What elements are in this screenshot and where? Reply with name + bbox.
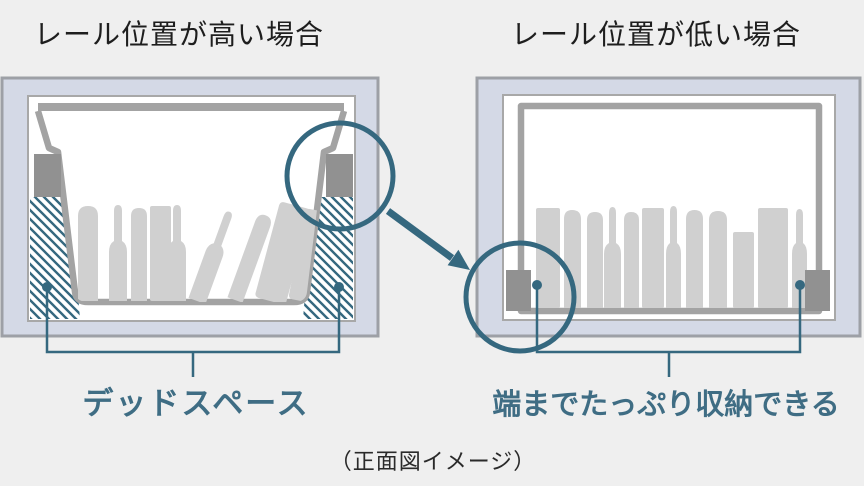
storage-item xyxy=(666,206,681,308)
callout-line xyxy=(535,285,802,377)
storage-item xyxy=(642,208,664,308)
callout-dot xyxy=(795,280,805,290)
storage-item xyxy=(686,210,703,308)
full-storage-label: 端までたっぷり収納できる xyxy=(492,389,840,421)
rail-block-left xyxy=(506,270,531,311)
right-panel-title: レール位置が低い場合 xyxy=(511,19,802,50)
callout-line xyxy=(45,287,341,377)
callout-dot xyxy=(334,282,344,292)
storage-item xyxy=(150,206,171,301)
storage-item xyxy=(587,212,603,308)
magnifier-circle-icon xyxy=(463,240,577,354)
magnifier-circle-icon xyxy=(284,120,396,232)
storage-items xyxy=(536,206,807,308)
storage-item xyxy=(604,207,621,308)
callout-dot xyxy=(42,282,52,292)
storage-item-tilted xyxy=(255,202,311,302)
rail-block-left xyxy=(34,154,61,197)
storage-item xyxy=(733,232,754,308)
right-cabinet xyxy=(475,76,862,377)
zoom-arrow-icon xyxy=(385,208,470,270)
rail-block-right xyxy=(326,154,353,197)
storage-item-tilted xyxy=(188,211,232,302)
storage-item xyxy=(109,205,127,301)
storage-item xyxy=(758,208,788,308)
left-panel-title: レール位置が高い場合 xyxy=(34,19,325,50)
storage-item xyxy=(131,208,147,301)
storage-item xyxy=(78,206,98,301)
storage-item xyxy=(709,211,727,308)
diagram-caption: （正面図イメージ） xyxy=(329,449,537,474)
dead-space-label: デッドスペース xyxy=(82,386,310,421)
storage-item xyxy=(536,208,560,308)
storage-item xyxy=(168,205,186,301)
rail-block-right xyxy=(805,270,830,311)
storage-item-tilted xyxy=(227,214,271,302)
storage-item xyxy=(624,212,639,308)
callout-dot xyxy=(532,280,542,290)
storage-item xyxy=(564,210,581,308)
